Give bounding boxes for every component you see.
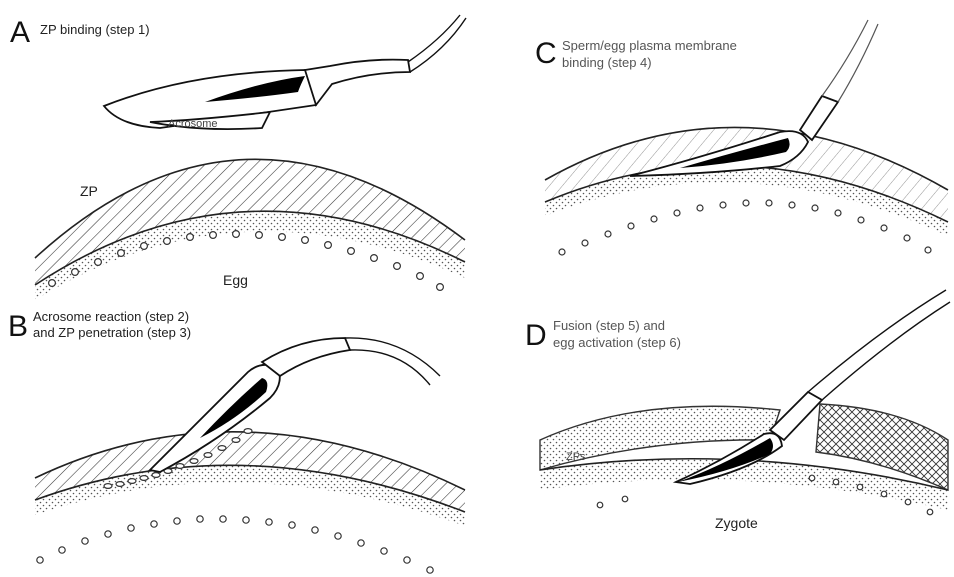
panel-a-caption: ZP binding (step 1): [40, 22, 150, 37]
panel-c-caption-line-1: Sperm/egg plasma membrane: [562, 38, 737, 53]
panel-d-cell-label: Zygote: [715, 515, 758, 531]
panel-b-caption-line-1: Acrosome reaction (step 2): [33, 309, 189, 324]
panel-a-cell-label: Egg: [223, 272, 248, 288]
panel-d: D Fusion (step 5) and egg activation (st…: [525, 290, 950, 531]
panel-c-caption-line-2: binding (step 4): [562, 55, 652, 70]
panel-d-letter: D: [525, 319, 547, 352]
panel-c-tail: [822, 20, 868, 96]
panel-d-caption-line-1: Fusion (step 5) and: [553, 318, 665, 333]
panel-d-tail: [808, 290, 946, 392]
panel-c-cortical-granules: [559, 200, 931, 255]
panel-c: C Sperm/egg plasma membrane binding (ste…: [535, 20, 948, 255]
panel-d-zone-label: ZPs: [566, 451, 586, 463]
panel-a-zone-label: ZP: [80, 183, 98, 199]
panel-b-midpiece: [262, 338, 350, 376]
panel-c-midpiece: [800, 96, 838, 140]
panel-a: A ZP binding (step 1): [10, 15, 466, 300]
panel-a-acrosome-label: Acrosome: [168, 118, 218, 130]
panel-b-caption-line-2: and ZP penetration (step 3): [33, 325, 191, 340]
panel-b-cortical-granules: [37, 516, 433, 573]
panel-d-caption-line-2: egg activation (step 6): [553, 335, 681, 350]
panel-b: B Acrosome reaction (step 2) and ZP pene…: [8, 309, 465, 573]
panel-c-letter: C: [535, 37, 557, 70]
panel-a-letter: A: [10, 16, 30, 49]
panel-a-sperm: [104, 15, 466, 129]
panel-b-letter: B: [8, 310, 28, 343]
panel-a-midpiece: [305, 60, 410, 105]
